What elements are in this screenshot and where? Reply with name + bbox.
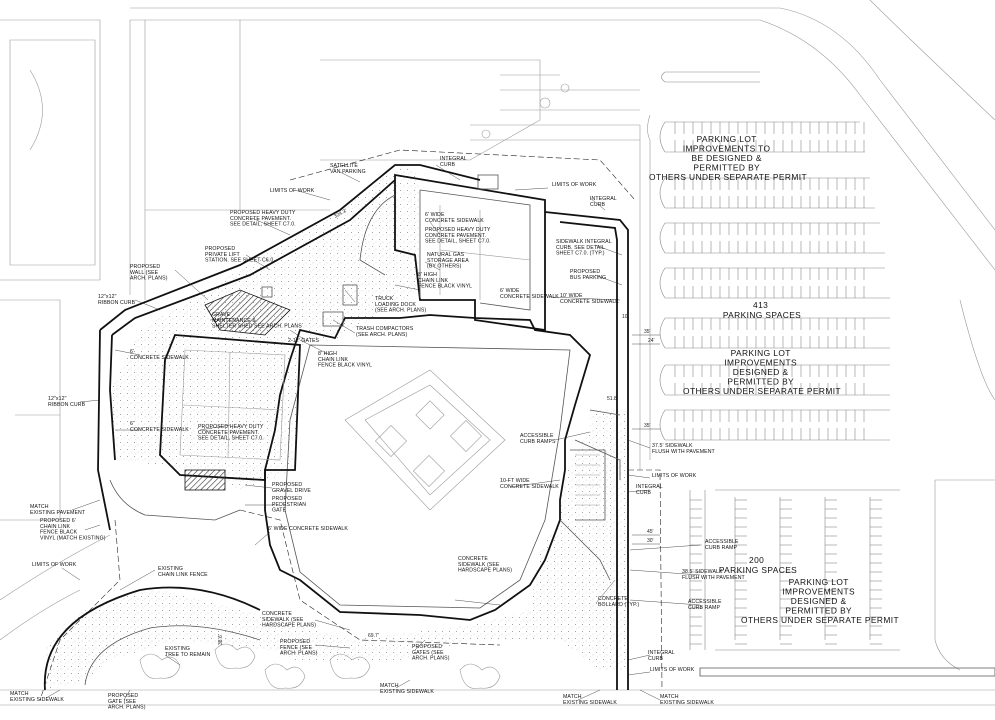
limits-of-work-lines: [39, 149, 663, 701]
west-building: [159, 334, 301, 481]
stall-tick-marks: [674, 122, 865, 440]
leader-lines: [45, 164, 701, 701]
curb-lines: [43, 164, 629, 691]
tree-symbols: [139, 643, 501, 689]
callout-limits-n: LIMITS OF WORK: [552, 182, 597, 188]
north-building: [394, 173, 546, 332]
callout-limits-nw: LIMITS OF WORK: [270, 188, 315, 194]
parking-block-labels: PARKING LOT IMPROVEMENTS TO BE DESIGNED …: [649, 134, 899, 625]
stall-tick-marks-east: [690, 499, 882, 645]
callout-ribbon-curb-1: 12"x12"RIBBON CURB: [98, 294, 136, 306]
callout-sw6-w2: 6'CONCRETE SIDEWALK: [130, 421, 189, 433]
callout-limits-s: LIMITS OF WORK: [650, 667, 695, 673]
dim-3243: 324.3': [333, 208, 348, 220]
dim-35b: 35': [644, 423, 651, 429]
callout-trash-compactors: TRASH COMPACTORS(SEE ARCH. PLANS): [356, 326, 414, 338]
dimension-labels: 10' 35' 24' 51.8' 35' 45' 30' 324.3' 38.…: [218, 208, 660, 645]
callout-limits-w: LIMITS OF WORK: [32, 562, 77, 568]
callout-ribbon-curb-2: 12"x12"RIBBON CURB: [48, 396, 86, 408]
dim-518: 51.8': [607, 396, 618, 402]
stadium-footprint: [264, 314, 592, 621]
callout-sw6-w: 6'CONCRETE SIDEWALK: [130, 349, 189, 361]
dim-30: 30': [647, 538, 654, 544]
hatch-areas: [184, 284, 358, 491]
dim-10: 10': [622, 314, 629, 320]
dim-45: 45': [647, 529, 654, 535]
dim-24: 24': [648, 338, 655, 344]
dim-35a: 35': [644, 329, 651, 335]
callout-limits-e: LIMITS OF WORK: [652, 473, 697, 479]
dim-697: 69.7': [368, 633, 379, 639]
spaces-200-label: 200 PARKING SPACES: [719, 555, 797, 575]
callout-gates-2: 2-12' GATES: [288, 338, 320, 344]
north-lot-note: PARKING LOT IMPROVEMENTS TO BE DESIGNED …: [649, 134, 807, 182]
north-parking-stalls: [659, 71, 890, 441]
dim-386: 38.6': [218, 634, 224, 645]
spaces-413-label: 413 PARKING SPACES: [723, 300, 801, 320]
east-lot-note: PARKING LOT IMPROVEMENTS DESIGNED & PERM…: [683, 348, 841, 396]
south-lot-note: PARKING LOT IMPROVEMENTS DESIGNED & PERM…: [741, 577, 899, 625]
callout-sw6-s: 6' WIDE CONCRETE SIDEWALK: [268, 526, 348, 532]
east-parking-stalls: [689, 489, 900, 651]
